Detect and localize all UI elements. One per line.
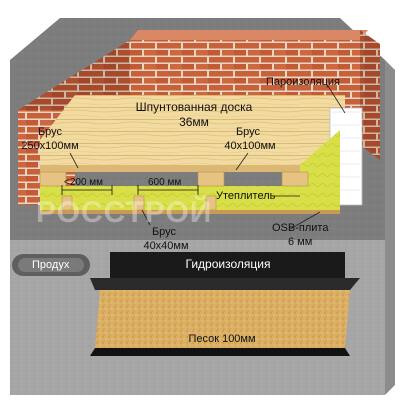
label-waterproofing: Гидроизоляция [185, 257, 271, 271]
label-beam-right-line2: 40х100мм [224, 140, 276, 152]
label-spacing-small: <200 мм [64, 177, 104, 188]
insulation-layer [40, 186, 340, 210]
label-beam-left-line2: 250х100мм [21, 140, 79, 152]
spacing-dimension-small [61, 185, 113, 195]
label-tongue-board-line2: 36мм [179, 115, 209, 129]
label-osb-line1: OSB-плита [272, 222, 329, 234]
label-osb-line2: 6 мм [288, 236, 313, 248]
label-sand: Песок 100мм [188, 333, 256, 345]
osb-plate [40, 210, 340, 214]
waterproofing-layer [110, 252, 345, 278]
label-beam-left-line1: Брус [37, 126, 63, 138]
sand-bed [95, 290, 350, 348]
label-beam-small-line2: 40х40мм [143, 240, 189, 252]
right-brick-pillar [360, 30, 380, 160]
label-spacing-large: 600 мм [148, 177, 182, 188]
label-vapor-barrier: Пароизоляция [266, 76, 340, 88]
label-tongue-board-line1: Шпунтованная доска [135, 100, 253, 114]
label-beam-small-line1: Брус [151, 226, 177, 238]
board-front-edge [40, 165, 345, 172]
spacing-dimension-large [137, 185, 199, 195]
label-vent: Продух [32, 259, 70, 271]
insulation-side [300, 130, 340, 210]
beam-40x100-right [281, 171, 309, 187]
back-wall-top [130, 30, 368, 40]
concrete-side-face [385, 60, 395, 395]
leader-lines [69, 85, 346, 230]
waterproofing-edge [90, 278, 360, 290]
watermark-logo: РОССТРОЙ [36, 195, 212, 229]
sand-bed-front [90, 348, 350, 356]
tongue-board-floor [40, 95, 345, 165]
beam-40x100-mid [197, 171, 225, 187]
label-beam-right-line1: Брус [235, 126, 261, 138]
beam-40x100-left [39, 171, 67, 187]
label-insulation: Утеплитель [216, 190, 276, 202]
